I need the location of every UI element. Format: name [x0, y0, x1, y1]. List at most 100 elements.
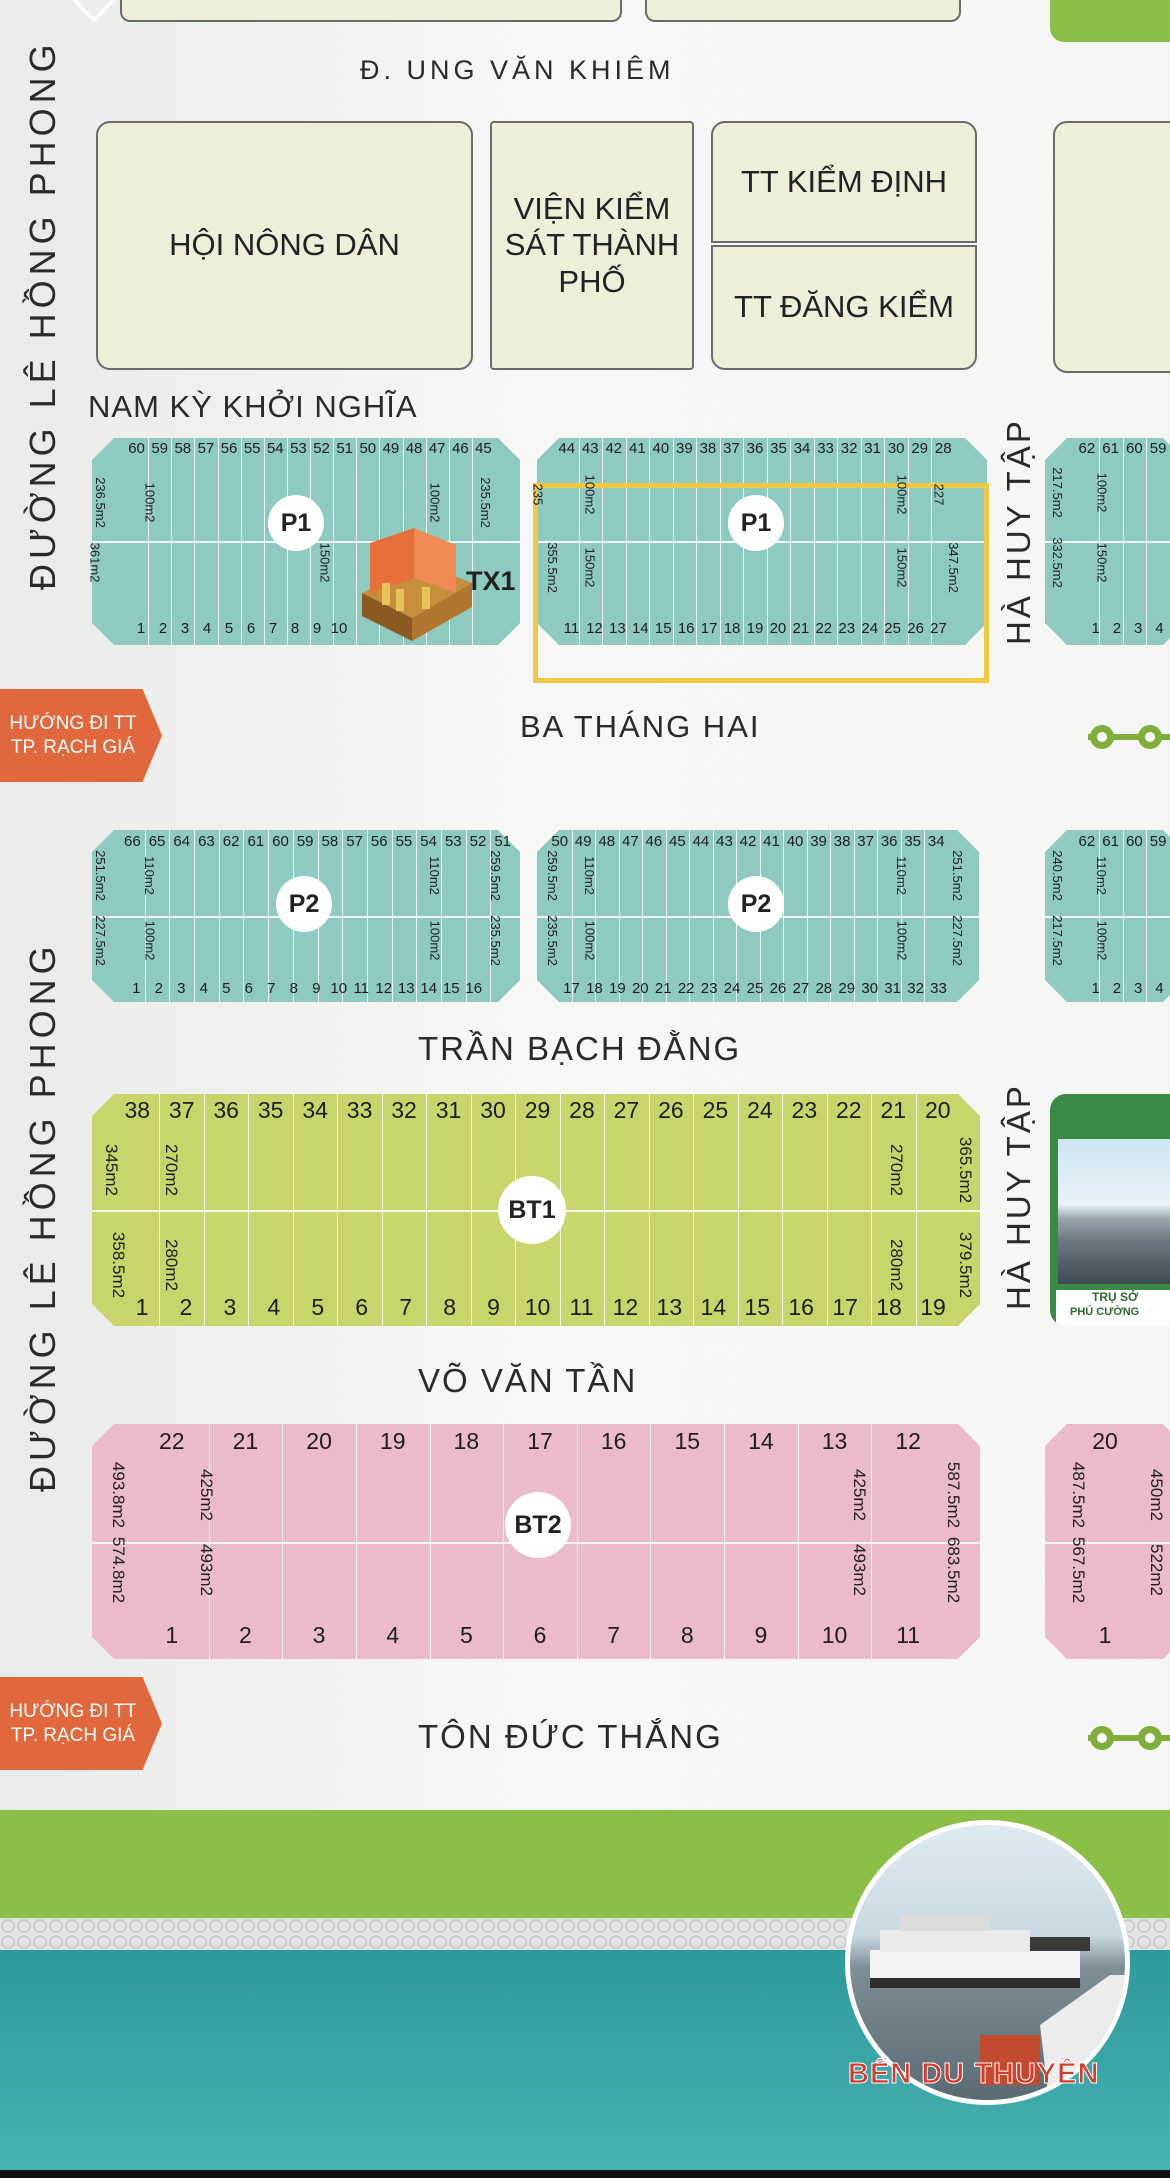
lot-number[interactable]: 31 — [864, 440, 881, 457]
lot-number[interactable]: 25 — [702, 1097, 729, 1123]
lot-number[interactable]: 34 — [927, 833, 945, 850]
lot-number[interactable]: 5 — [459, 1622, 473, 1648]
lot-number[interactable]: 16 — [677, 620, 695, 637]
lot-number[interactable]: 61 — [1102, 440, 1119, 457]
lot-number[interactable]: 48 — [598, 833, 616, 850]
lot-number[interactable]: 60 — [272, 833, 289, 850]
lot-number[interactable]: 56 — [370, 833, 388, 850]
lot-number[interactable]: 45 — [475, 440, 492, 457]
lot-number[interactable]: 41 — [763, 833, 780, 850]
lot-number[interactable]: 8 — [290, 620, 300, 637]
lot-number[interactable]: 58 — [174, 440, 192, 457]
lot-number[interactable]: 17 — [563, 980, 580, 997]
lot-number[interactable]: 36 — [880, 833, 898, 850]
lot-number[interactable]: 38 — [833, 833, 851, 850]
lot-number[interactable]: 27 — [930, 620, 947, 637]
lot-number[interactable]: 42 — [739, 833, 757, 850]
lot-number[interactable]: 37 — [723, 440, 740, 457]
lot-number[interactable]: 3 — [1133, 980, 1143, 997]
lot-number[interactable]: 16 — [600, 1428, 627, 1454]
lot-number[interactable]: 53 — [290, 440, 307, 457]
lot-number[interactable]: 33 — [817, 440, 834, 457]
lot-number[interactable]: 26 — [907, 620, 924, 637]
lot-number[interactable]: 51 — [494, 833, 511, 850]
lot-number[interactable]: 52 — [469, 833, 487, 850]
lot-number[interactable]: 23 — [700, 980, 718, 997]
lot-number[interactable]: 40 — [652, 440, 670, 457]
lot-number[interactable]: 27 — [792, 980, 810, 997]
lot-number[interactable]: 21 — [654, 980, 672, 997]
lot-number[interactable]: 49 — [574, 833, 592, 850]
lot-number[interactable]: 30 — [887, 440, 905, 457]
lot-number[interactable]: 6 — [533, 1622, 547, 1648]
lot-number[interactable]: 50 — [359, 440, 377, 457]
lot-number[interactable]: 13 — [656, 1294, 683, 1320]
block-p1-far[interactable] — [1045, 438, 1170, 645]
lot-number[interactable]: 6 — [244, 980, 253, 997]
lot-number[interactable]: 13 — [397, 980, 415, 997]
lot-number[interactable]: 27 — [613, 1097, 640, 1123]
lot-number[interactable]: 32 — [391, 1097, 417, 1123]
lot-number[interactable]: 33 — [930, 980, 947, 997]
lot-number[interactable]: 18 — [453, 1428, 480, 1454]
lot-number[interactable]: 4 — [199, 980, 208, 997]
lot-number[interactable]: 20 — [924, 1097, 951, 1123]
lot-number[interactable]: 60 — [1126, 833, 1143, 850]
lot-number[interactable]: 50 — [551, 833, 569, 850]
lot-number[interactable]: 36 — [213, 1097, 239, 1123]
lot-number[interactable]: 61 — [247, 833, 265, 850]
lot-number[interactable]: 60 — [1126, 440, 1143, 457]
lot-number[interactable]: 2 — [239, 1622, 252, 1648]
lot-number[interactable]: 2 — [179, 1294, 193, 1320]
lot-number[interactable]: 1 — [165, 1622, 179, 1648]
lot-number[interactable]: 46 — [451, 440, 469, 457]
lot-number[interactable]: 14 — [631, 620, 649, 637]
lot-number[interactable]: 6 — [246, 620, 256, 637]
lot-number[interactable]: 39 — [810, 833, 827, 850]
lot-number[interactable]: 57 — [346, 833, 363, 850]
lot-number[interactable]: 29 — [911, 440, 929, 457]
lot-number[interactable]: 2 — [158, 620, 168, 637]
lot-number[interactable]: 12 — [895, 1428, 921, 1454]
lot-number[interactable]: 2 — [154, 980, 163, 997]
lot-number[interactable]: 47 — [621, 833, 639, 850]
lot-number[interactable]: 14 — [748, 1428, 774, 1454]
lot-number[interactable]: 34 — [793, 440, 811, 457]
lot-number[interactable]: 61 — [1102, 833, 1119, 850]
lot-number[interactable]: 24 — [723, 980, 741, 997]
lot-number[interactable]: 32 — [840, 440, 858, 457]
lot-number[interactable]: 66 — [124, 833, 141, 850]
lot-number[interactable]: 59 — [151, 440, 169, 457]
lot-number[interactable]: 18 — [723, 620, 741, 637]
lot-number[interactable]: 17 — [832, 1294, 858, 1320]
lot-number[interactable]: 4 — [202, 620, 212, 637]
lot-number[interactable]: 44 — [558, 440, 576, 457]
lot-number[interactable]: 1 — [135, 1294, 149, 1320]
lot-number[interactable]: 2 — [1112, 620, 1122, 637]
lot-number[interactable]: 54 — [266, 440, 284, 457]
lot-number[interactable]: 22 — [677, 980, 695, 997]
lot-number[interactable]: 26 — [769, 980, 787, 997]
lot-number[interactable]: 9 — [487, 1294, 500, 1320]
lot-number[interactable]: 10 — [330, 620, 348, 637]
lot-number[interactable]: 7 — [607, 1622, 621, 1648]
lot-number[interactable]: 9 — [312, 620, 322, 637]
lot-number[interactable]: 15 — [744, 1294, 771, 1320]
lot-number[interactable]: 17 — [700, 620, 718, 637]
lot-number[interactable]: 16 — [788, 1294, 814, 1320]
lot-number[interactable]: 47 — [428, 440, 446, 457]
lot-number[interactable]: 17 — [527, 1428, 553, 1454]
lot-number[interactable]: 15 — [442, 980, 460, 997]
lot-number[interactable]: 16 — [465, 980, 483, 997]
lot-number[interactable]: 22 — [815, 620, 833, 637]
lot-number[interactable]: 11 — [353, 980, 370, 997]
lot-number[interactable]: 11 — [569, 1294, 594, 1320]
lot-number[interactable]: 58 — [321, 833, 339, 850]
lot-number[interactable]: 43 — [581, 440, 599, 457]
lot-number[interactable]: 25 — [746, 980, 764, 997]
lot-number[interactable]: 7 — [267, 980, 276, 997]
lot-number[interactable]: 35 — [904, 833, 922, 850]
lot-number[interactable]: 64 — [173, 833, 191, 850]
lot-number[interactable]: 19 — [379, 1428, 406, 1454]
lot-number[interactable]: 65 — [148, 833, 166, 850]
